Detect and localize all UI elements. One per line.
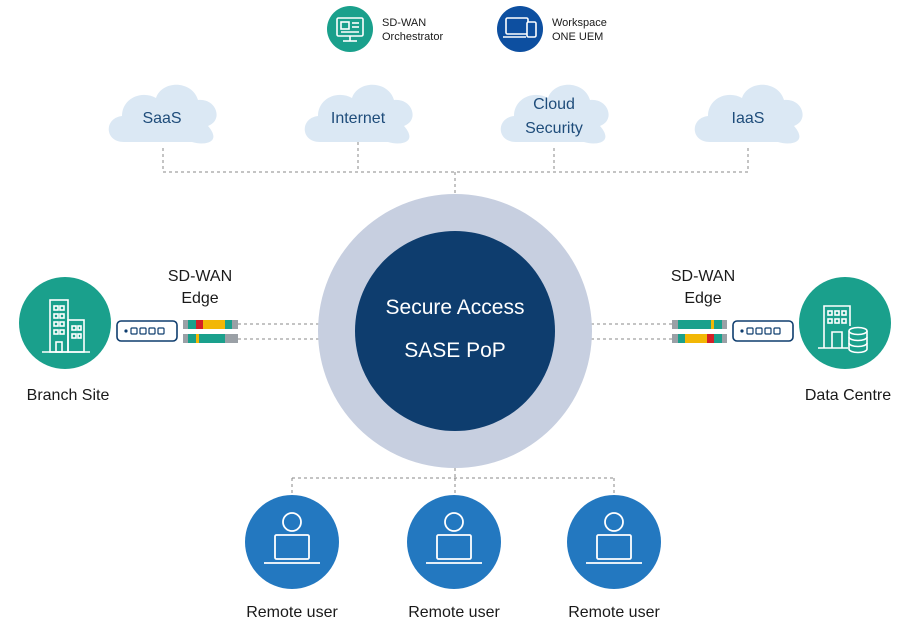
cloud-internet-label: Internet <box>331 110 386 127</box>
remote-user-icon <box>407 495 501 589</box>
cloud-iaas: IaaS <box>694 84 803 144</box>
remote-user-2: Remote user <box>407 495 501 621</box>
remote-user-label: Remote user <box>408 604 500 621</box>
legend-uem: Workspace ONE UEM <box>497 6 607 52</box>
cloud-security-label-line1: Cloud <box>533 96 575 113</box>
branch-site-label: Branch Site <box>27 387 110 404</box>
left-edge-label-line1: SD-WAN <box>168 268 232 285</box>
building-icon <box>19 277 111 369</box>
cloud-iaas-label: IaaS <box>732 110 765 127</box>
left-edge-label-line2: Edge <box>181 290 218 307</box>
sase-pop-line1: Secure Access <box>386 296 525 319</box>
remote-user-1: Remote user <box>245 495 339 621</box>
uem-label-line2: ONE UEM <box>552 31 603 43</box>
sase-pop-line2: SASE PoP <box>404 339 506 362</box>
cloud-internet: Internet <box>304 84 413 144</box>
right-edge-label-line1: SD-WAN <box>671 268 735 285</box>
orchestrator-label-line2: Orchestrator <box>382 31 443 43</box>
remote-user-icon <box>245 495 339 589</box>
data-centre: Data Centre <box>799 277 891 404</box>
right-edge-link-bars-icon <box>672 320 727 343</box>
left-edge-router-icon <box>116 320 178 342</box>
orchestrator-label-line1: SD-WAN <box>382 17 426 29</box>
cloud-security-label-line2: Security <box>525 120 583 137</box>
cloud-cloud-security: Cloud Security <box>500 84 609 144</box>
remote-user-3: Remote user <box>567 495 661 621</box>
datacentre-label: Data Centre <box>805 387 891 404</box>
sase-pop: Secure Access SASE PoP <box>318 194 592 468</box>
right-edge-label-line2: Edge <box>684 290 721 307</box>
orchestrator-icon <box>327 6 373 52</box>
left-edge-link-bars-icon <box>183 320 238 343</box>
uem-label-line1: Workspace <box>552 17 607 29</box>
right-edge-router-icon <box>732 320 794 342</box>
remote-user-icon <box>567 495 661 589</box>
sase-pop-inner-circle <box>355 231 555 431</box>
remote-user-label: Remote user <box>568 604 660 621</box>
right-sd-wan-edge: SD-WAN Edge <box>671 268 794 343</box>
cloud-saas: SaaS <box>108 84 217 144</box>
cloud-saas-label: SaaS <box>142 110 181 127</box>
remote-user-label: Remote user <box>246 604 338 621</box>
legend-orchestrator: SD-WAN Orchestrator <box>327 6 443 52</box>
branch-site: Branch Site <box>19 277 111 404</box>
left-sd-wan-edge: SD-WAN Edge <box>116 268 238 343</box>
